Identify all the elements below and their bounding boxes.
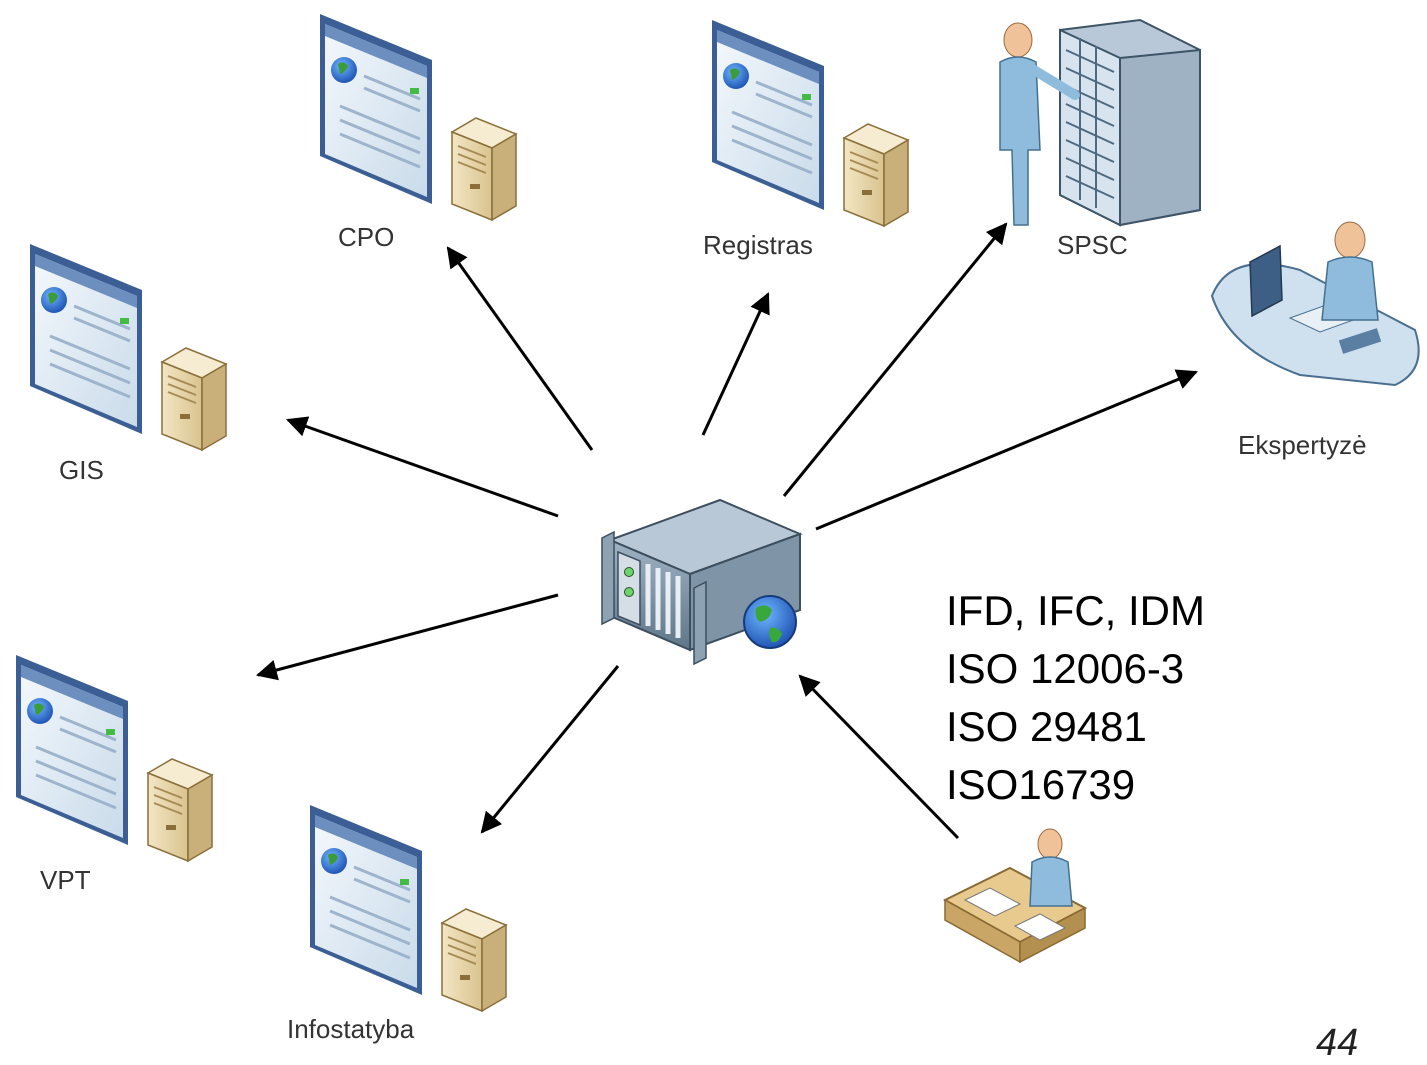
- gis-label: GIS: [59, 455, 104, 485]
- arrow-to-cpo: [446, 246, 594, 451]
- page-number: 44: [1316, 1022, 1359, 1064]
- spsc-node-icon: [999, 18, 1201, 227]
- vpt-node-icon: [14, 653, 214, 863]
- standard-item: IFD, IFC, IDM: [946, 587, 1205, 634]
- arrow-to-ekspertyze: [815, 369, 1198, 531]
- arrow-to-infostatyba: [480, 665, 620, 834]
- gis-node-icon: [28, 242, 228, 452]
- standard-item: ISO16739: [946, 761, 1136, 808]
- infostatyba-node-icon: [308, 803, 508, 1013]
- ekspertyze-node-icon: [1210, 221, 1420, 387]
- document-worker-icon: [942, 828, 1088, 964]
- infostatyba-label: Infostatyba: [287, 1014, 415, 1044]
- arrow-to-registras: [701, 292, 770, 436]
- cpo-node-icon: [318, 12, 518, 222]
- cpo-label: CPO: [338, 222, 395, 252]
- spsc-label: SPSC: [1057, 230, 1128, 260]
- arrow-to-gis: [286, 416, 559, 518]
- arrow-to-spsc: [782, 222, 1008, 497]
- registras-label: Registras: [703, 230, 813, 260]
- standards-list: IFD, IFC, IDM ISO 12006-3 ISO 29481 ISO1…: [946, 582, 1205, 814]
- standard-item: ISO 29481: [946, 703, 1147, 750]
- ekspertyze-label: Ekspertyzė: [1238, 430, 1367, 460]
- arrow-to-vpt: [255, 593, 559, 681]
- connector-arrows: [255, 222, 1198, 840]
- arrow-from-author: [798, 674, 960, 840]
- vpt-label: VPT: [40, 865, 91, 895]
- central-internet-server-icon: [602, 500, 800, 664]
- standard-item: ISO 12006-3: [946, 645, 1185, 692]
- registras-node-icon: [710, 18, 910, 228]
